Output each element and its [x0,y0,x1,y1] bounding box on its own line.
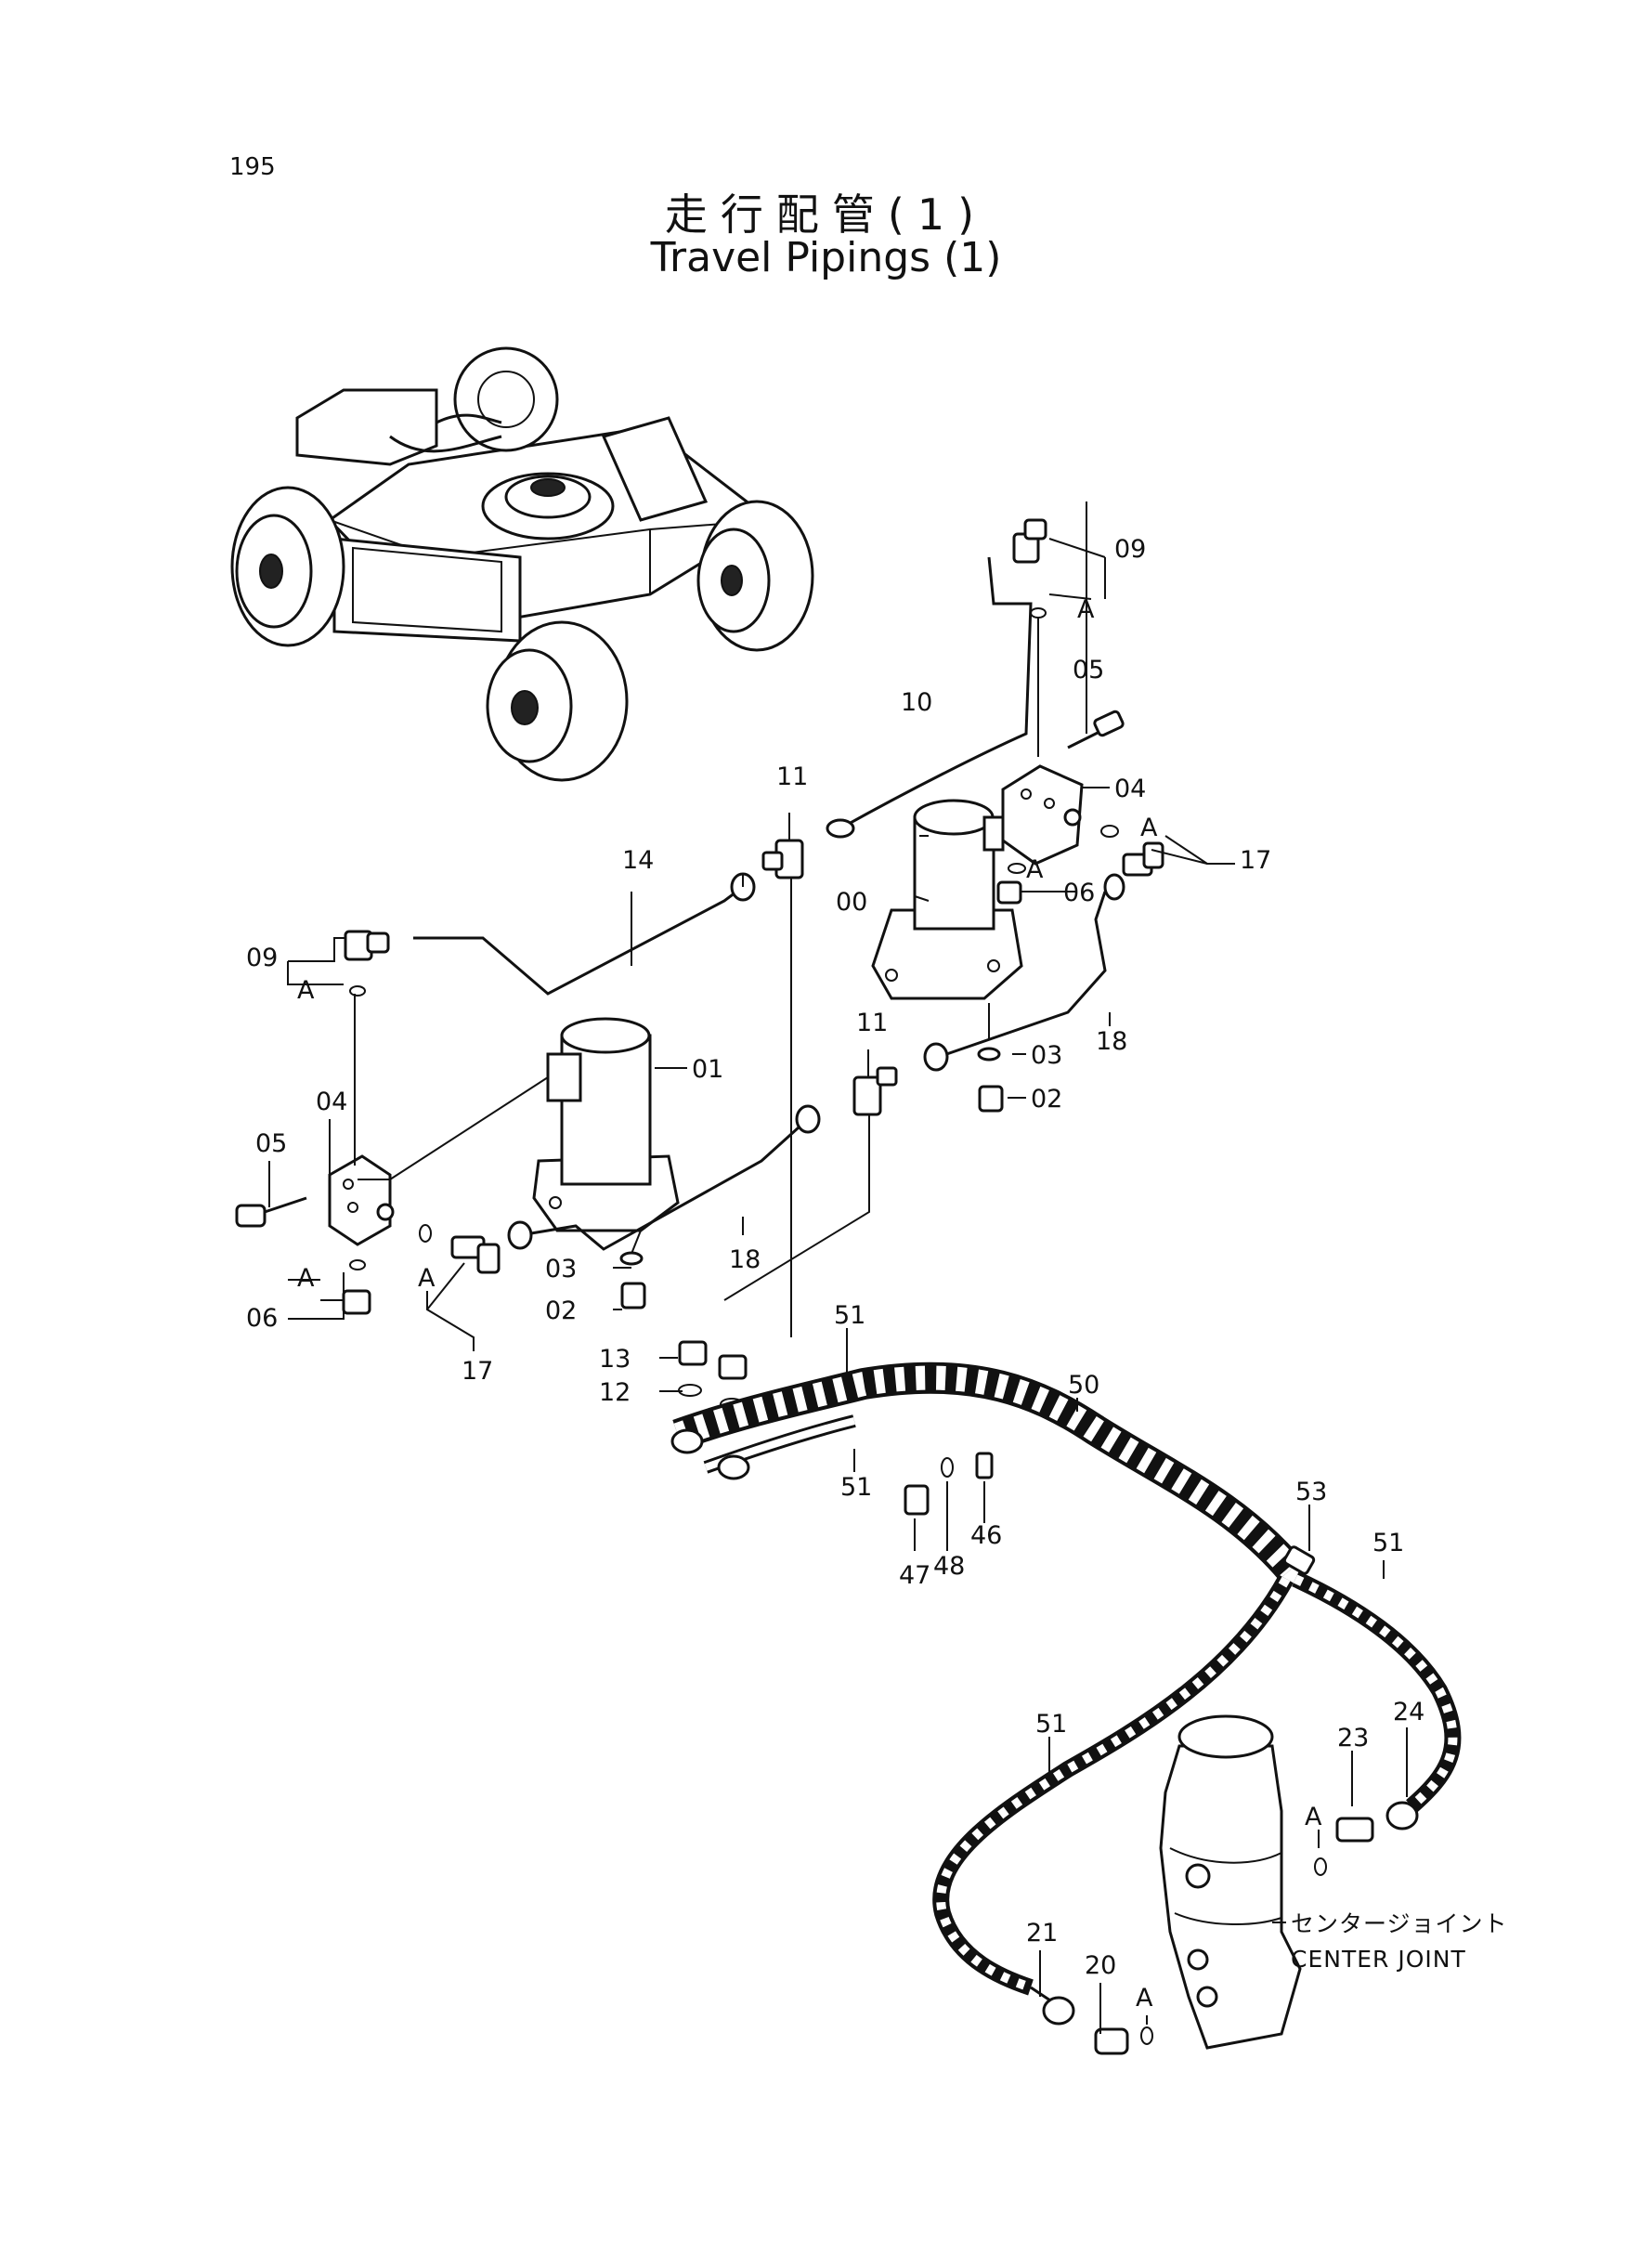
callout-A-8: A [1136,1984,1153,2013]
callout-18-lower: 18 [729,1245,761,1274]
bolt-05-lower [235,1196,307,1228]
title-japanese: 走行配管(1) [664,189,988,240]
wheel-front-right [453,346,559,452]
callout-06-lower: 06 [246,1304,278,1333]
elbow-17-upper [1122,841,1164,877]
callout-11-upper: 11 [776,762,808,791]
callout-09-upper: 09 [1114,535,1146,564]
chassis-illustration [230,346,814,782]
callout-14: 14 [622,846,654,875]
pipe-14 [413,885,744,996]
callout-10: 10 [901,688,932,717]
callout-13: 13 [599,1345,631,1374]
pipe-18-upper [932,891,1107,1061]
page-number: 195 [229,153,276,181]
wheel-front-left [230,486,345,647]
tee-11-upper [761,839,804,879]
callout-17-lower: 17 [462,1357,493,1386]
callout-51-mid: 51 [840,1473,872,1502]
block-04-lower [328,1154,395,1246]
callout-A-3: A [1026,855,1044,884]
elbow-09-lower [344,930,390,961]
callout-A-4: A [297,976,315,1005]
callout-50: 50 [1068,1371,1099,1400]
elbow-17-lower [450,1235,501,1274]
callout-51-top: 51 [834,1301,865,1330]
title-english: Travel Pipings (1) [650,234,1002,281]
callout-A-6: A [418,1264,436,1293]
center-joint [1159,1714,1302,2050]
hose-51-right [1292,1570,1462,1813]
callout-03-upper: 03 [1031,1041,1062,1070]
callout-A-5: A [297,1264,315,1293]
block-04-upper [1001,764,1084,866]
callout-06-upper: 06 [1063,879,1095,907]
tee-11-lower [852,1066,898,1116]
leader-lines [268,502,1408,2034]
callout-21: 21 [1026,1919,1058,1948]
elbow-09-upper [1012,518,1047,564]
callout-47: 47 [899,1561,930,1590]
callout-20: 20 [1085,1951,1116,1980]
callout-53: 53 [1295,1478,1327,1506]
center-joint-label-jp: センタージョイント [1291,1910,1508,1937]
center-joint-label-en: CENTER JOINT [1291,1946,1466,1973]
callout-A-2: A [1140,814,1158,842]
callout-24: 24 [1393,1698,1424,1726]
plug-02-upper [978,1085,1004,1113]
callout-48: 48 [933,1552,965,1581]
callout-03-lower: 03 [545,1255,577,1283]
elbow-20 [1094,2026,1153,2055]
callout-02-lower: 02 [545,1296,577,1325]
callout-02-upper: 02 [1031,1085,1062,1114]
callout-05-upper: 05 [1073,656,1104,684]
callout-A-1: A [1077,595,1095,624]
callout-17-upper: 17 [1240,846,1271,875]
callout-09-lower: 09 [246,944,278,972]
callout-23: 23 [1337,1724,1369,1752]
callout-11-lower: 11 [856,1009,888,1037]
callout-51-right: 51 [1372,1529,1404,1557]
callout-12: 12 [599,1378,631,1407]
wheel-rear-left [486,620,629,782]
callout-01: 01 [692,1055,723,1084]
bolt-05-upper [1067,710,1125,749]
pipe-10 [839,556,1033,830]
callout-A-7: A [1305,1803,1322,1831]
callout-51-left: 51 [1035,1710,1067,1739]
travel-motor-00 [871,799,1023,1000]
callout-00: 00 [836,888,867,917]
plug-02-lower [620,1282,646,1309]
hose-51-left [932,1574,1294,1996]
callout-18-upper: 18 [1096,1027,1127,1056]
pipe-18-lower [519,1117,810,1251]
callout-labels: 09 A 05 10 04 11 A 17 A 06 14 00 09 A 18… [246,535,1508,2013]
callout-04-lower: 04 [316,1088,347,1116]
fitting-23 [1314,1817,1374,1876]
callout-05-lower: 05 [255,1129,287,1158]
callout-46: 46 [970,1521,1002,1550]
travel-motor-01 [532,1017,680,1232]
callout-04-upper: 04 [1114,775,1146,803]
wheel-rear-right [696,500,814,652]
